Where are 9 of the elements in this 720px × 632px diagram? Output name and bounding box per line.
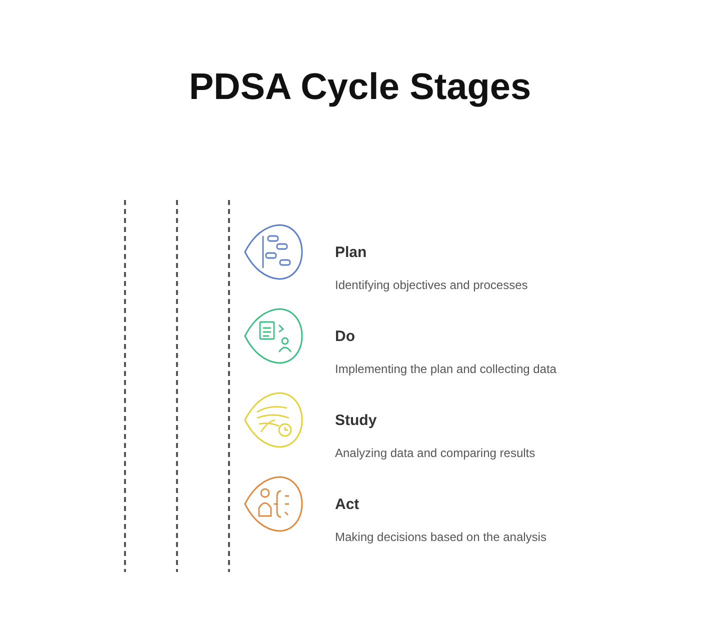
stage-heading: Do: [335, 328, 355, 345]
stage-heading: Act: [335, 496, 360, 513]
stage-heading: Plan: [335, 244, 367, 261]
stage-heading: Study: [335, 412, 377, 429]
stage-description: Implementing the plan and collecting data: [335, 362, 556, 376]
stage-description: Analyzing data and comparing results: [335, 446, 536, 460]
stage-description: Making decisions based on the analysis: [335, 530, 546, 544]
stage-description: Identifying objectives and processes: [335, 278, 528, 292]
title: PDSA Cycle Stages: [188, 66, 532, 108]
